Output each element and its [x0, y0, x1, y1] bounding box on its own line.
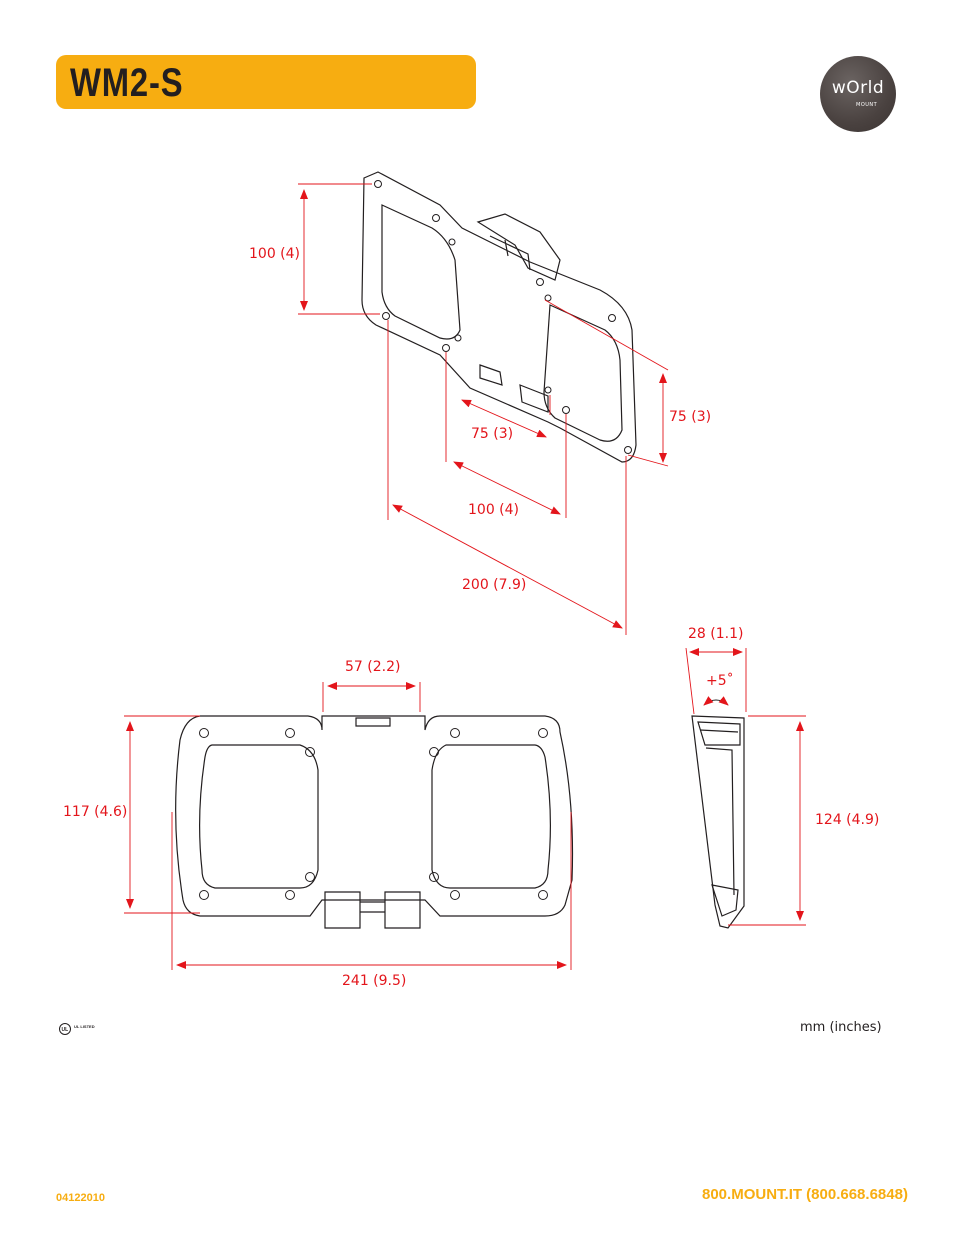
ul-listed-mark: UL UL LISTED [56, 1022, 96, 1036]
dim-front-height: 117 (4.6) [63, 804, 128, 820]
dim-diag-200: 200 (7.9) [462, 577, 527, 593]
dim-side-75: 75 (3) [669, 409, 712, 425]
dim-diag-75: 75 (3) [471, 426, 514, 442]
logo-wordmark: wOrld [831, 78, 885, 98]
ul-listed-text: UL LISTED [74, 1024, 95, 1029]
document-code: 04122010 [56, 1192, 105, 1204]
dim-depth: 28 (1.1) [688, 626, 744, 642]
units-note: mm (inches) [800, 1020, 882, 1035]
dim-side-height: 124 (4.9) [815, 812, 880, 828]
dim-tilt: +5˚ [706, 673, 734, 689]
logo-subtext: MOUNT [856, 102, 878, 108]
dim-total-width: 241 (9.5) [342, 973, 407, 989]
ul-logo-icon: UL [59, 1023, 71, 1035]
svg-text:UL: UL [62, 1027, 69, 1033]
side-view [691, 715, 745, 929]
dim-top-height: 100 (4) [249, 246, 301, 262]
contact-phone: 800.MOUNT.IT (800.668.6848) [702, 1186, 908, 1203]
front-view [175, 715, 574, 929]
perspective-view [361, 171, 637, 463]
dim-diag-100: 100 (4) [468, 502, 520, 518]
world-mount-logo: wOrld MOUNT [820, 56, 896, 132]
side-dimension-lines [685, 647, 806, 926]
perspective-dimension-lines [298, 183, 669, 635]
front-dimension-lines [124, 682, 572, 970]
title-banner: WM2-S [56, 55, 476, 109]
product-title: WM2-S [70, 61, 184, 105]
dim-bracket-width: 57 (2.2) [345, 659, 401, 675]
